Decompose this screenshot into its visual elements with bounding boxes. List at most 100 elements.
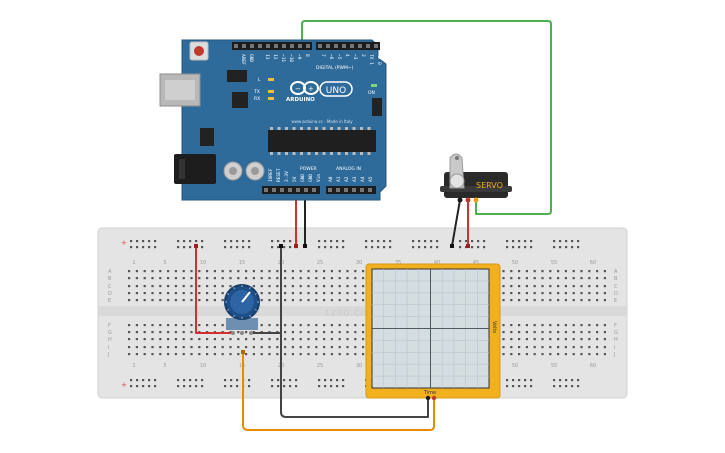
reset-button-cap[interactable] (194, 46, 204, 56)
breadboard-hole (276, 270, 279, 273)
breadboard-hole (533, 324, 536, 327)
breadboard-hole (299, 292, 302, 295)
breadboard-hole (143, 285, 146, 288)
servo-pin-power[interactable] (465, 197, 471, 203)
rail-hole (318, 246, 321, 249)
rail-hole (430, 240, 433, 243)
breadboard-hole (237, 331, 240, 334)
wire-black-ground-run[interactable] (280, 245, 429, 418)
rail-hole (189, 385, 192, 388)
breadboard-hole (315, 338, 318, 341)
breadboard-hole (525, 277, 528, 280)
breadboard-hole (572, 270, 575, 273)
oscilloscope-probe-gnd[interactable] (425, 395, 431, 401)
wire-black-servo[interactable] (451, 199, 461, 247)
breadboard-hole (198, 353, 201, 356)
digital-header-left[interactable] (232, 42, 312, 50)
led-on (371, 84, 377, 87)
rail-hole (412, 240, 415, 243)
rail-hole (236, 240, 239, 243)
chip-pin (315, 127, 318, 130)
breadboard-hole (346, 338, 349, 341)
breadboard-hole (580, 277, 583, 280)
rail-hole (224, 379, 227, 382)
breadboard-hole (557, 324, 560, 327)
arduino-uno-board[interactable]: www.arduino.cc - Made in Italy − + ARDUI… (159, 39, 387, 201)
breadboard-hole (206, 338, 209, 341)
wire-red-pot[interactable] (195, 245, 233, 334)
svg-text:D: D (614, 291, 618, 297)
breadboard-hole (557, 292, 560, 295)
breadboard-hole (354, 346, 357, 349)
potentiometer[interactable] (224, 284, 260, 335)
breadboard-hole (198, 346, 201, 349)
potentiometer-pin-3[interactable] (249, 331, 253, 335)
rail-hole (342, 246, 345, 249)
rail-hole (524, 240, 527, 243)
rail-hole (130, 379, 133, 382)
rail-hole (336, 385, 339, 388)
digital-header-holes[interactable] (234, 44, 378, 48)
breadboard-hole (541, 353, 544, 356)
breadboard-hole (128, 324, 131, 327)
breadboard-hole (564, 270, 567, 273)
breadboard-hole (572, 338, 575, 341)
breadboard-hole (518, 353, 521, 356)
breadboard-hole (221, 324, 224, 327)
breadboard-hole (284, 331, 287, 334)
rail-hole (512, 379, 515, 382)
header-hole (350, 44, 354, 48)
breadboard-hole (167, 338, 170, 341)
breadboard-hole (596, 299, 599, 302)
breadboard-hole (541, 338, 544, 341)
breadboard-hole (557, 277, 560, 280)
svg-text:8: 8 (304, 54, 310, 57)
oscilloscope-probe-signal[interactable] (431, 395, 437, 401)
rail-hole (271, 385, 274, 388)
breadboard-hole (291, 324, 294, 327)
potentiometer-tick (227, 309, 230, 311)
rail-hole (577, 385, 580, 388)
chip-pin (352, 152, 356, 155)
potentiometer-pin-1[interactable] (231, 331, 235, 335)
brand-label: ARDUINO (286, 97, 315, 103)
svg-text:I: I (614, 345, 615, 351)
analog-header[interactable] (326, 186, 376, 194)
rail-hole (230, 385, 233, 388)
rail-plus-marker: + (121, 239, 127, 247)
rail-hole (248, 246, 251, 249)
svg-text:A2: A2 (344, 176, 350, 182)
rail-hole (571, 246, 574, 249)
servo-pin-gnd[interactable] (457, 197, 463, 203)
wire-green-signal[interactable] (301, 20, 552, 215)
breadboard-hole (588, 338, 591, 341)
wire-orange-probe[interactable] (242, 351, 435, 431)
led-tx (268, 90, 274, 93)
breadboard-hole (135, 277, 138, 280)
breadboard-hole (541, 299, 544, 302)
digital-header-right[interactable] (316, 42, 380, 50)
breadboard-hole (323, 299, 326, 302)
power-analog-holes[interactable] (264, 188, 372, 192)
rail-hole (553, 379, 556, 382)
svg-text:A: A (108, 269, 112, 275)
breadboard-hole (159, 299, 162, 302)
breadboard-hole (284, 324, 287, 327)
oscilloscope[interactable]: Volts Time (365, 263, 501, 401)
breadboard-hole (206, 346, 209, 349)
wires[interactable] (195, 20, 552, 431)
servo-pin-signal[interactable] (473, 197, 479, 203)
svg-text:1: 1 (132, 260, 135, 266)
breadboard-hole (167, 324, 170, 327)
breadboard-hole (330, 346, 333, 349)
servo-motor[interactable]: SERVO (440, 153, 512, 203)
breadboard-hole (557, 346, 560, 349)
potentiometer-pin-wiper[interactable] (240, 331, 244, 335)
chip-pin (360, 152, 363, 155)
rail-hole (230, 246, 233, 249)
chip-pin (292, 127, 296, 130)
logo-plus: + (308, 85, 314, 93)
breadboard-hole (190, 292, 193, 295)
breadboard[interactable]: 123D.CIRCUITS + + A B C D E A B C D E F … (97, 227, 628, 399)
